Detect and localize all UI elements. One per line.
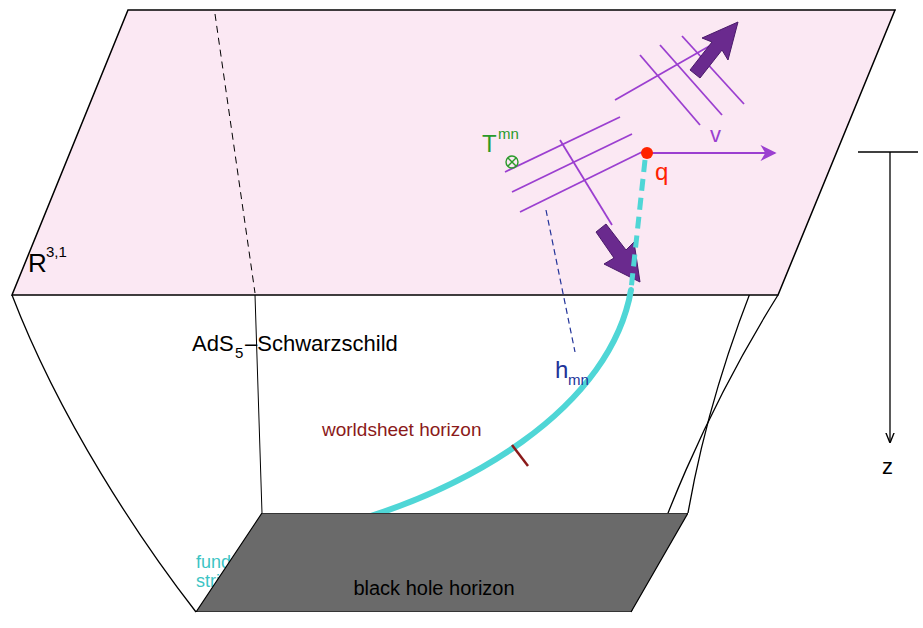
boundary-plane	[12, 10, 895, 295]
left-wall	[12, 295, 196, 612]
back-left-edge	[255, 295, 262, 513]
graviton-subscript: mn	[568, 372, 589, 387]
horizon-label: black hole horizon	[353, 578, 514, 598]
horizon-plane: black hole horizon	[196, 513, 688, 612]
tensor-superscript: mn	[498, 126, 519, 141]
string-dashed	[631, 160, 645, 290]
axis-label: z	[882, 456, 893, 478]
z-axis	[889, 152, 890, 442]
quark-label: q	[655, 160, 668, 184]
quark-dot	[641, 147, 653, 159]
plane-label: R	[28, 250, 47, 276]
bulk-subscript: 5	[235, 345, 243, 360]
tensor-label: T	[482, 132, 497, 156]
horizon-label: worldsheet horizon	[322, 420, 481, 439]
hidden-edge	[215, 14, 255, 293]
radiation-arrow	[690, 22, 738, 78]
fundamental-string	[272, 290, 631, 542]
plane-superscript: 3,1	[46, 244, 67, 259]
graviton-label: h	[555, 358, 568, 382]
worldsheet-horizon-tick	[512, 445, 528, 466]
velocity-label: v	[710, 124, 721, 146]
graviton-line	[546, 210, 575, 352]
axis-tick	[858, 151, 918, 152]
bulk-arrow	[596, 224, 640, 282]
bulk-label: –Schwarzschild	[245, 333, 398, 355]
horizon-fill	[196, 513, 688, 612]
velocity-arrow	[652, 152, 775, 154]
stress-tensor-symbol	[506, 156, 518, 168]
bulk-label: AdS	[192, 333, 234, 355]
